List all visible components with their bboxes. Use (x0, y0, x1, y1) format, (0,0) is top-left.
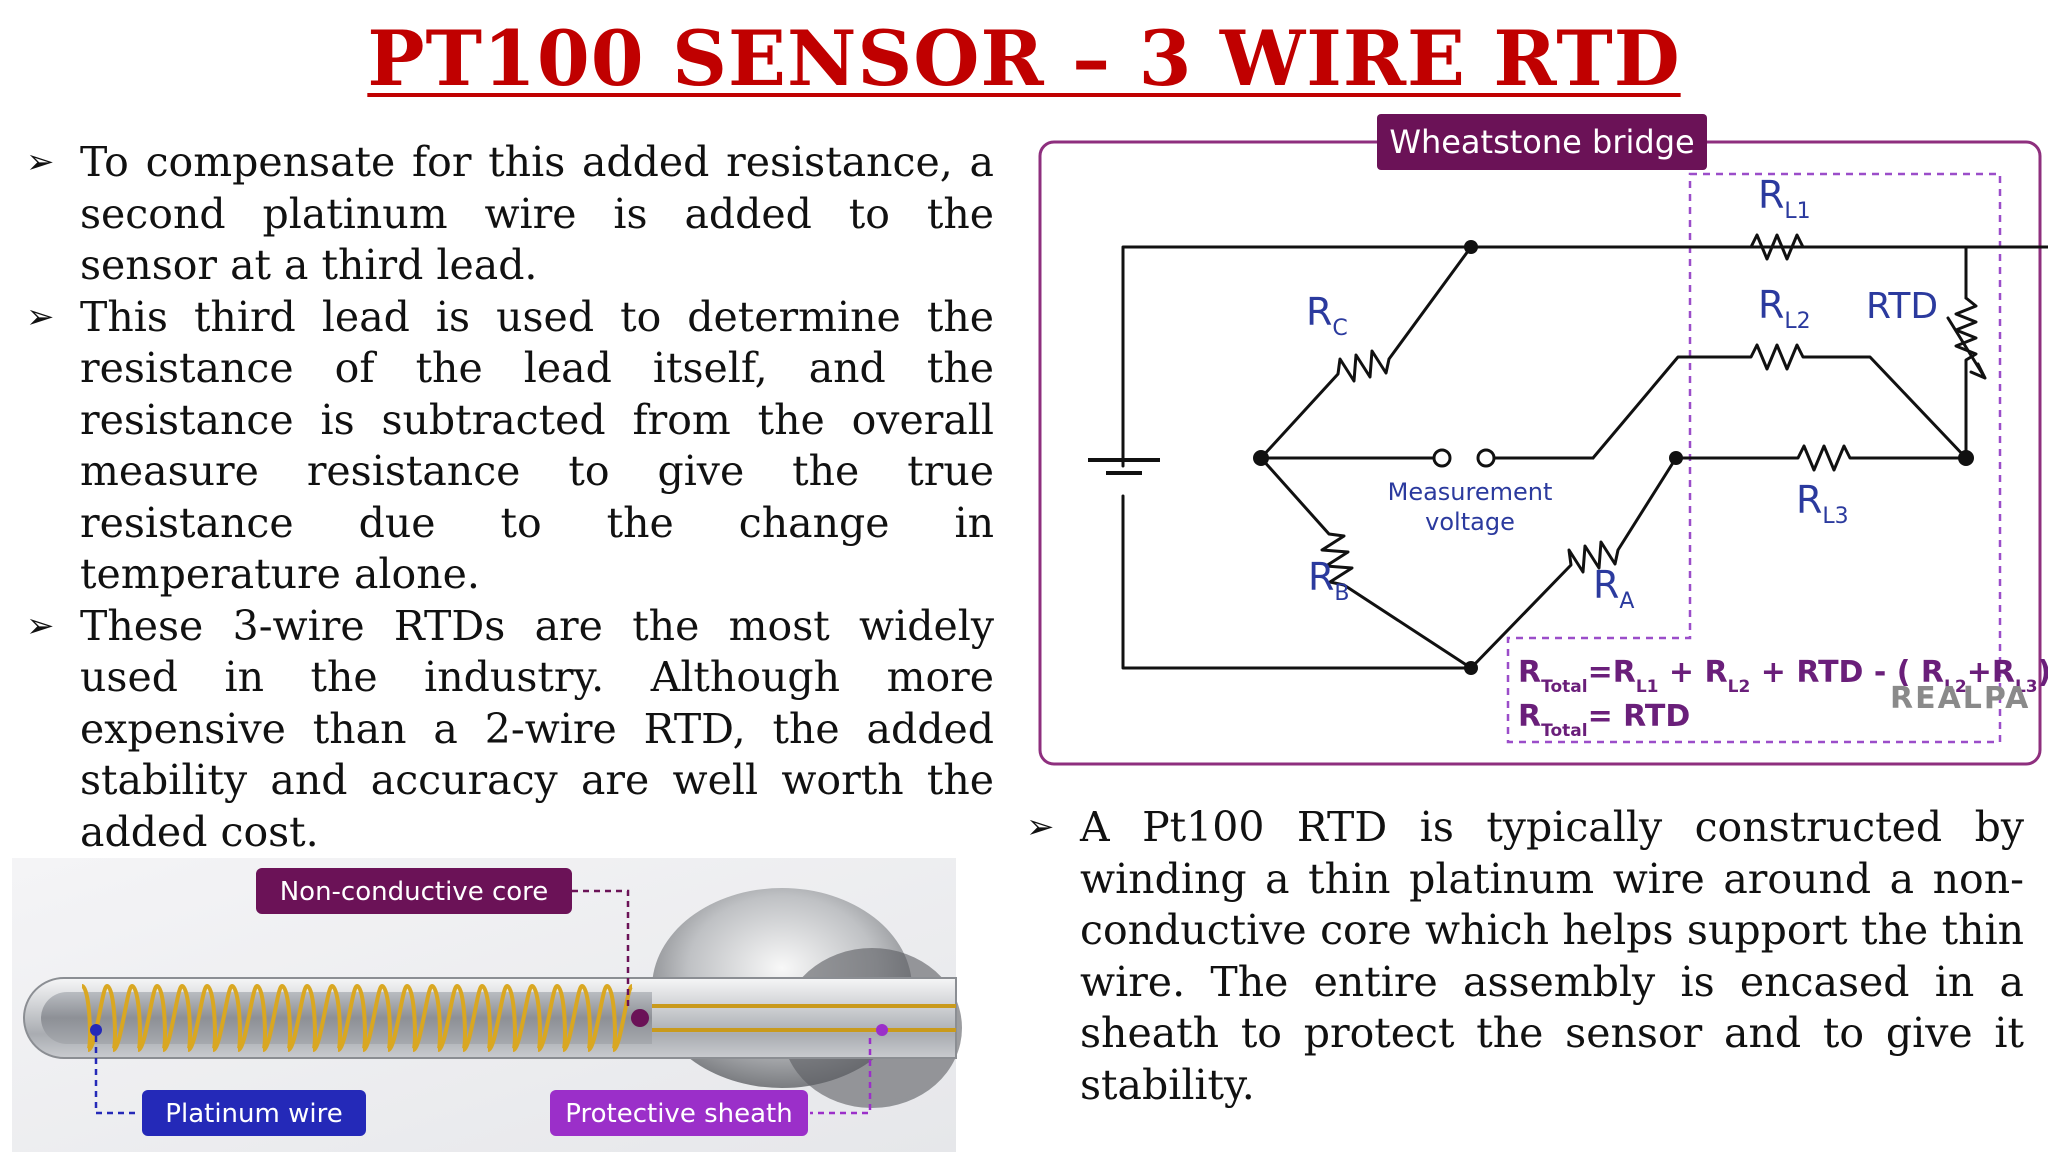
bullet-item: ➢ A Pt100 RTD is typically constructed by… (1026, 802, 2024, 1111)
label-measurement: Measurement (1388, 478, 1553, 506)
bullet-text: A Pt100 RTD is typically constructed by … (1080, 803, 2024, 1109)
arrow-bullet-icon: ➢ (26, 605, 55, 646)
wheatstone-bridge-diagram: Wheatstone bridge RC RB (1038, 114, 2048, 766)
label-rc: RC (1306, 290, 1348, 341)
bullet-item: ➢ These 3-wire RTDs are the most widely u… (26, 601, 994, 859)
core-end-dot (631, 1009, 649, 1027)
leader-wire (94, 1036, 140, 1115)
resistor-rb (1259, 456, 1473, 670)
label-wire: Platinum wire (165, 1099, 342, 1129)
node-bottom (1464, 661, 1478, 675)
resistor-ra (1469, 456, 1678, 670)
leader-core (572, 889, 630, 1008)
bullet-item: ➢ To compensate for this added resistance… (26, 137, 994, 292)
page-title: PT100 SENSOR – 3 WIRE RTD (367, 14, 1681, 103)
platinum-coil (80, 983, 634, 1052)
wire-start-dot (90, 1024, 102, 1036)
leader-sheath (810, 1038, 872, 1115)
label-voltage: voltage (1425, 508, 1515, 536)
watermark-logo: REALPA (1890, 681, 2030, 716)
rtd-arrow (1946, 316, 1987, 380)
wire-top (1121, 245, 2048, 468)
label-sheath: Protective sheath (565, 1099, 792, 1129)
wire-bottom (1121, 494, 1473, 670)
sheath-dot (876, 1024, 888, 1036)
bullet-text: These 3-wire RTDs are the most widely us… (80, 601, 994, 856)
label-ra: RA (1593, 563, 1634, 614)
bullet-text: To compensate for this added resistance,… (80, 138, 994, 289)
wire-rl2 (1591, 343, 1968, 460)
bridge-header: Wheatstone bridge (1389, 123, 1694, 161)
formula-line-1: RTotal=RL1 + RL2 + RTD - ( RL2+RL3) (1518, 655, 2048, 697)
arrow-bullet-icon: ➢ (1026, 807, 1055, 847)
wire-rl3 (1674, 444, 1968, 472)
label-wire-bg (142, 1090, 366, 1136)
pt100-sensor-illustration: Non-conductive core Platinum wire Protec… (12, 858, 962, 1152)
bridge-header-bg (1377, 114, 1707, 170)
label-rb: RB (1308, 555, 1350, 606)
node-mid-right (1669, 451, 1683, 465)
arrow-bullet-icon: ➢ (26, 142, 55, 182)
node-right (1958, 450, 1974, 466)
right-bullet-list: ➢ A Pt100 RTD is typically constructed by… (1026, 802, 2024, 1111)
node-left (1253, 450, 1269, 466)
label-rl3: RL3 (1796, 478, 1849, 529)
label-rl2: RL2 (1758, 283, 1811, 334)
terminal-right (1476, 448, 1496, 468)
arrow-bullet-icon: ➢ (26, 296, 55, 337)
label-rl1: RL1 (1758, 173, 1811, 224)
wire-top-right (1469, 233, 1968, 300)
label-core-bg (256, 868, 572, 914)
node-top (1464, 240, 1478, 254)
terminal-left (1432, 448, 1452, 468)
label-sheath-bg (550, 1090, 808, 1136)
lead-region-dashed (1506, 172, 2002, 744)
resistor-rc (1259, 245, 1473, 460)
label-rtd: RTD (1866, 286, 1938, 327)
left-bullet-list: ➢ To compensate for this added resistance… (26, 137, 994, 858)
bullet-item: ➢ This third lead is used to determine th… (26, 292, 994, 601)
bullet-text: This third lead is used to determine the… (80, 292, 994, 599)
label-core: Non-conductive core (280, 877, 549, 907)
formula-line-2: RTotal= RTD (1518, 699, 1690, 741)
